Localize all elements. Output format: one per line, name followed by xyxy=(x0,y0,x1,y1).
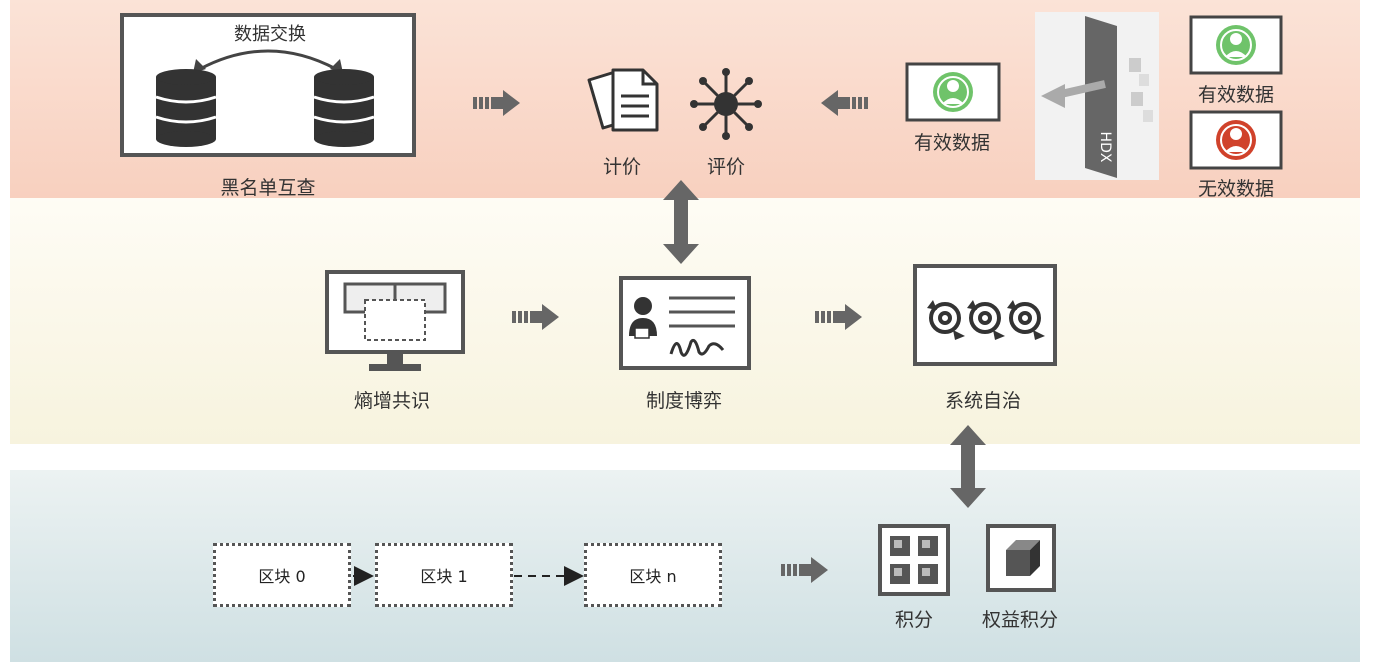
hdx-label: HDX xyxy=(1097,132,1113,163)
documents-icon xyxy=(587,68,659,132)
points-label: 积分 xyxy=(894,609,934,631)
flow-arrow-institution-to-autonomy xyxy=(815,304,862,330)
blacklist-check-label: 黑名单互查 xyxy=(220,177,316,199)
pricing-label: 计价 xyxy=(602,156,642,178)
invalid-data-screen xyxy=(1189,110,1283,170)
double-arrow-top-middle xyxy=(663,180,699,264)
double-arrow-middle-bottom xyxy=(950,425,986,508)
valid-data-screen-right xyxy=(1189,15,1283,75)
cycle-gears-icon xyxy=(913,264,1057,366)
valid-data-right-label: 有效数据 xyxy=(1197,84,1275,106)
hdx-filter-gate: HDX xyxy=(1035,12,1159,180)
invalid-data-label: 无效数据 xyxy=(1197,178,1275,200)
network-node-icon xyxy=(690,68,762,140)
database-icon-left xyxy=(155,69,217,147)
system-autonomy-label: 系统自治 xyxy=(944,390,1022,412)
flow-arrow-valid-to-rating xyxy=(821,90,868,116)
data-exchange-label: 数据交换 xyxy=(234,24,306,45)
institutional-game-label: 制度博弈 xyxy=(645,390,723,412)
flow-arrow-entropy-to-institution xyxy=(512,304,559,330)
database-icon-right xyxy=(313,69,375,147)
entropy-consensus-label: 熵增共识 xyxy=(353,390,431,412)
data-exchange-panel xyxy=(120,13,416,157)
certificate-signature-icon xyxy=(619,276,751,370)
valid-data-screen xyxy=(905,62,1001,122)
block-0: 区块 0 xyxy=(213,543,351,607)
rating-label: 评价 xyxy=(706,156,746,178)
equity-points-label: 权益积分 xyxy=(981,609,1059,631)
block-n: 区块 n xyxy=(584,543,722,607)
flow-arrow-blocks-to-points xyxy=(781,557,828,583)
equity-cube-icon xyxy=(986,524,1056,592)
monitor-windows-icon xyxy=(325,270,465,371)
flow-arrow-blacklist-to-pricing xyxy=(473,90,520,116)
valid-data-label: 有效数据 xyxy=(913,132,991,154)
points-grid-icon xyxy=(878,524,950,596)
block-1: 区块 1 xyxy=(375,543,513,607)
